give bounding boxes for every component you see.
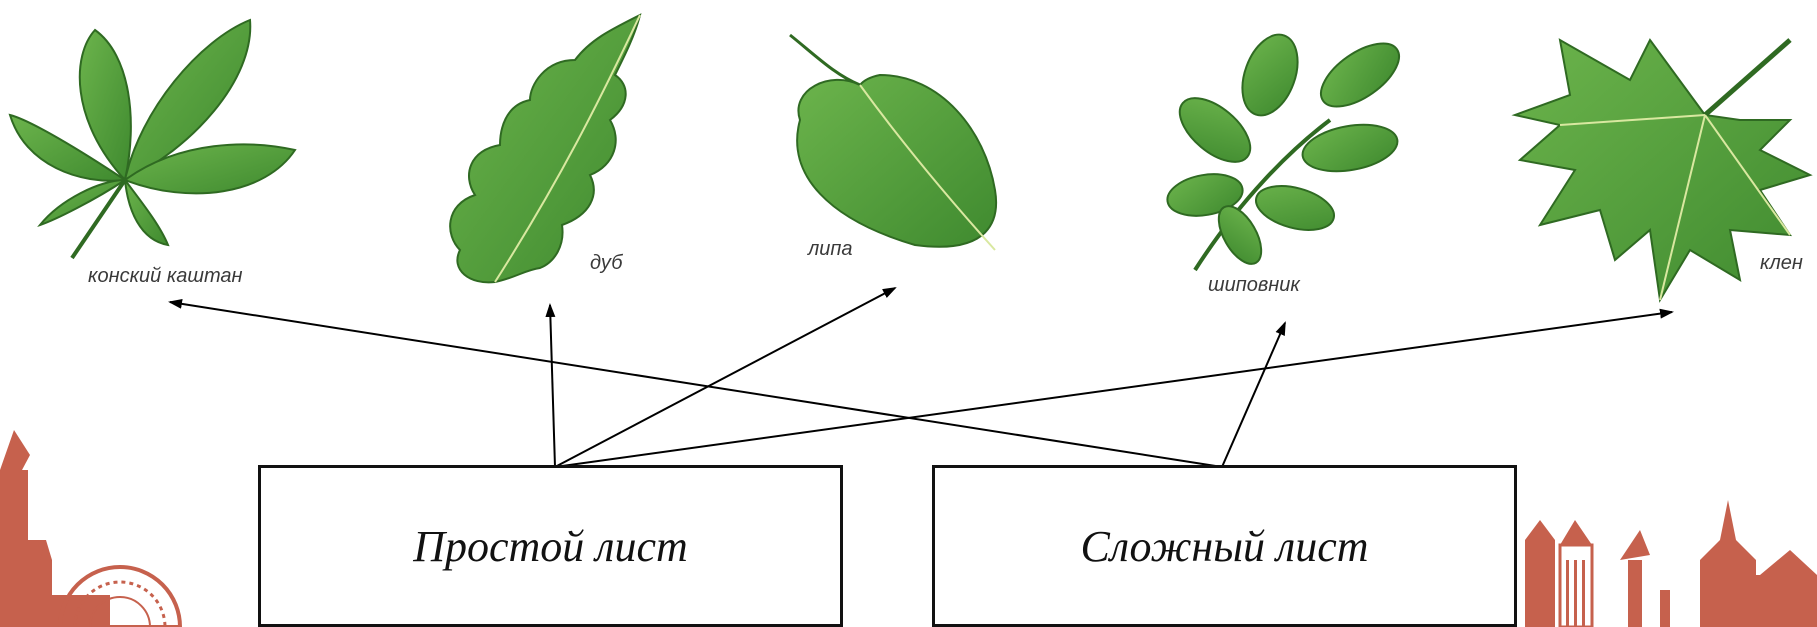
compound-leaf-box: Сложный лист	[932, 465, 1517, 627]
arrow-simple-to-oak	[550, 305, 555, 467]
arrow-simple-to-linden	[555, 288, 895, 467]
compound-leaf-label: Сложный лист	[1080, 521, 1368, 572]
arrow-compound-to-chestnut	[170, 302, 1222, 467]
simple-leaf-label: Простой лист	[413, 521, 688, 572]
arrow-compound-to-rosehip	[1222, 323, 1285, 467]
simple-leaf-box: Простой лист	[258, 465, 843, 627]
